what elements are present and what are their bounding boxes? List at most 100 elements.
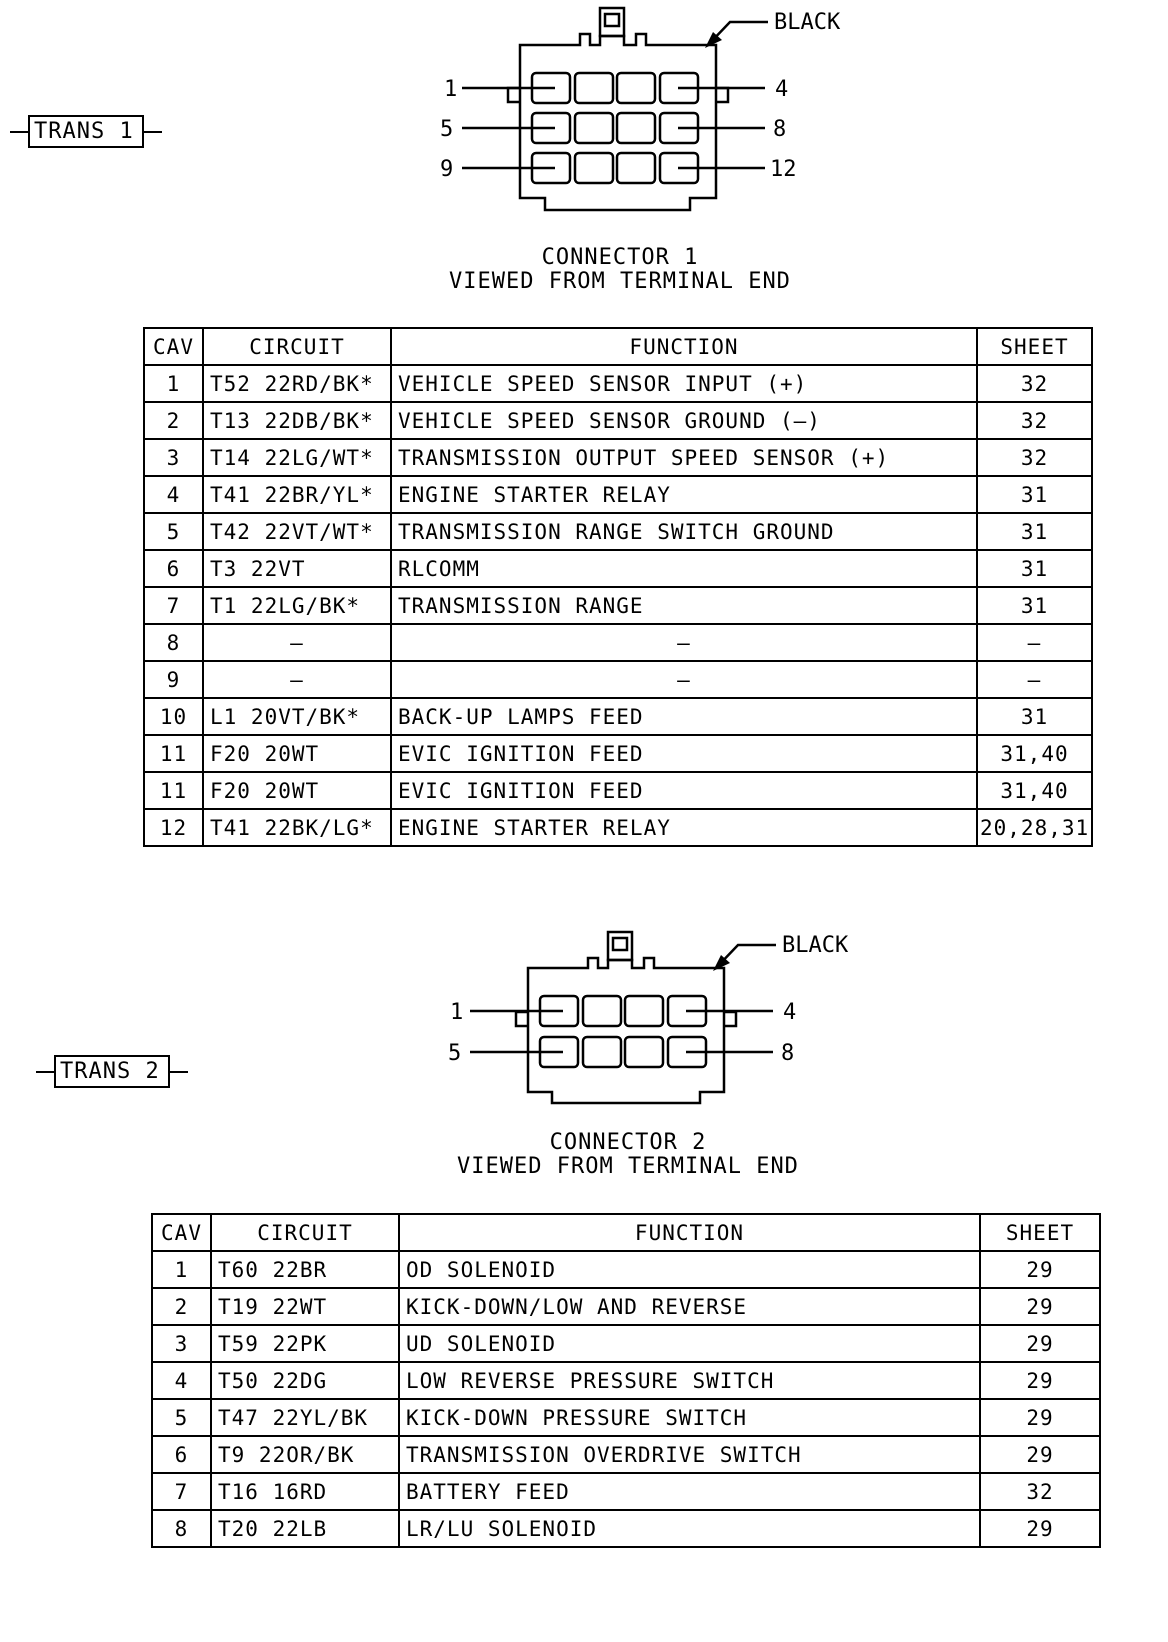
cell-sheet: — [976, 623, 1093, 662]
connector-1-pinout-table: CAV CIRCUIT FUNCTION SHEET 1 T52 22RD/BK… [143, 327, 1093, 847]
tag-lead-line [36, 1070, 54, 1073]
table-row: 4 T50 22DG LOW REVERSE PRESSURE SWITCH 2… [151, 1361, 1101, 1400]
cell-function: VEHICLE SPEED SENSOR INPUT (+) [390, 364, 978, 403]
cell-cav: 7 [151, 1472, 212, 1511]
connector-2-cavity [538, 994, 580, 1028]
cell-cav: 11 [143, 734, 204, 773]
pin-number-label: 1 [450, 1000, 463, 1025]
cell-sheet: 31 [976, 475, 1093, 514]
connector-1-rail-right [716, 86, 730, 104]
pin-number-label: 4 [783, 1000, 796, 1025]
cell-function: KICK-DOWN PRESSURE SWITCH [398, 1398, 981, 1437]
cell-function: BATTERY FEED [398, 1472, 981, 1511]
connector-1-cavity [615, 151, 657, 185]
cell-cav: 7 [143, 586, 204, 625]
table-row: 11 F20 20WT EVIC IGNITION FEED 31,40 [143, 771, 1093, 810]
cell-sheet: 31 [976, 512, 1093, 551]
cell-sheet: 32 [979, 1472, 1101, 1511]
table-row: 3 T59 22PK UD SOLENOID 29 [151, 1324, 1101, 1363]
cell-function: RLCOMM [390, 549, 978, 588]
cell-function: TRANSMISSION RANGE SWITCH GROUND [390, 512, 978, 551]
connector-1-latch-window [603, 12, 621, 28]
connector-2-tag: TRANS 2 [36, 1055, 188, 1088]
cell-sheet: 31,40 [976, 771, 1093, 810]
cell-circuit: T1 22LG/BK* [202, 586, 392, 625]
pin-number-label: 4 [775, 77, 788, 102]
cell-cav: 10 [143, 697, 204, 736]
connector-2-rail-right [724, 1010, 738, 1028]
color-callout-line [715, 943, 776, 969]
cell-function: EVIC IGNITION FEED [390, 734, 978, 773]
cell-cav: 11 [143, 771, 204, 810]
cell-function: — [390, 660, 978, 699]
connector-1-caption-title: CONNECTOR 1 [541, 245, 699, 270]
table-row: 7 T16 16RD BATTERY FEED 32 [151, 1472, 1101, 1511]
color-callout-arrow [713, 955, 730, 971]
connector-2-caption-subtitle: VIEWED FROM TERMINAL END [457, 1154, 799, 1179]
cell-circuit: L1 20VT/BK* [202, 697, 392, 736]
connector-2-cavity [623, 1035, 665, 1069]
cell-cav: 4 [151, 1361, 212, 1400]
connector-1-housing-outline [518, 32, 718, 212]
cell-function: ENGINE STARTER RELAY [390, 475, 978, 514]
cell-function: LOW REVERSE PRESSURE SWITCH [398, 1361, 981, 1400]
cell-cav: 1 [151, 1250, 212, 1289]
cell-circuit: T14 22LG/WT* [202, 438, 392, 477]
connector-1-cavity [573, 71, 615, 105]
connector-2-cavity [538, 1035, 580, 1069]
pin-number-label: 1 [444, 77, 457, 102]
table-header-row: CAV CIRCUIT FUNCTION SHEET [151, 1213, 1101, 1252]
connector-2-latch-window [611, 936, 629, 952]
table-header-row: CAV CIRCUIT FUNCTION SHEET [143, 327, 1093, 366]
cell-circuit: — [202, 660, 392, 699]
cell-sheet: 31 [976, 549, 1093, 588]
cell-cav: 12 [143, 808, 204, 847]
table-row: 10 L1 20VT/BK* BACK-UP LAMPS FEED 31 [143, 697, 1093, 736]
cell-function: KICK-DOWN/LOW AND REVERSE [398, 1287, 981, 1326]
table-row: 6 T9 22OR/BK TRANSMISSION OVERDRIVE SWIT… [151, 1435, 1101, 1474]
cell-cav: 2 [143, 401, 204, 440]
connector-1-caption: CONNECTOR 1 VIEWED FROM TERMINAL END [400, 246, 840, 294]
header-sheet: SHEET [979, 1213, 1101, 1252]
cell-circuit: F20 20WT [202, 771, 392, 810]
cell-function: TRANSMISSION OUTPUT SPEED SENSOR (+) [390, 438, 978, 477]
cell-cav: 9 [143, 660, 204, 699]
pin-number-label: 9 [440, 157, 453, 182]
cell-cav: 4 [143, 475, 204, 514]
header-circuit: CIRCUIT [210, 1213, 400, 1252]
cell-function: OD SOLENOID [398, 1250, 981, 1289]
cell-sheet: 31,40 [976, 734, 1093, 773]
connector-1-diagram: BLACK 1 4 5 8 9 12 [440, 6, 841, 212]
cell-circuit: T3 22VT [202, 549, 392, 588]
table-row: 5 T47 22YL/BK KICK-DOWN PRESSURE SWITCH … [151, 1398, 1101, 1437]
table-row: 5 T42 22VT/WT* TRANSMISSION RANGE SWITCH… [143, 512, 1093, 551]
cell-sheet: 29 [979, 1287, 1101, 1326]
pin-number-label: 8 [773, 117, 786, 142]
connector-1-cavity [573, 111, 615, 145]
connector-1-tag: TRANS 1 [10, 115, 162, 148]
cell-sheet: 32 [976, 364, 1093, 403]
pin-number-label: 5 [448, 1041, 461, 1066]
cell-circuit: T47 22YL/BK [210, 1398, 400, 1437]
cell-function: EVIC IGNITION FEED [390, 771, 978, 810]
cell-cav: 3 [151, 1324, 212, 1363]
pin-number-label: 12 [770, 157, 797, 182]
cell-sheet: 20,28,31 [976, 808, 1093, 847]
header-function: FUNCTION [398, 1213, 981, 1252]
cell-cav: 8 [151, 1509, 212, 1548]
cell-circuit: T19 22WT [210, 1287, 400, 1326]
table-row: 7 T1 22LG/BK* TRANSMISSION RANGE 31 [143, 586, 1093, 625]
cell-sheet: 29 [979, 1361, 1101, 1400]
cell-circuit: T41 22BR/YL* [202, 475, 392, 514]
cell-circuit: F20 20WT [202, 734, 392, 773]
cell-function: UD SOLENOID [398, 1324, 981, 1363]
table-row: 1 T52 22RD/BK* VEHICLE SPEED SENSOR INPU… [143, 364, 1093, 403]
cell-sheet: — [976, 660, 1093, 699]
cell-cav: 6 [151, 1435, 212, 1474]
cell-circuit: T20 22LB [210, 1509, 400, 1548]
tag-lead-line [143, 130, 162, 133]
cell-circuit: T59 22PK [210, 1324, 400, 1363]
connector-1-cavity [615, 71, 657, 105]
cell-circuit: T9 22OR/BK [210, 1435, 400, 1474]
cell-cav: 5 [143, 512, 204, 551]
